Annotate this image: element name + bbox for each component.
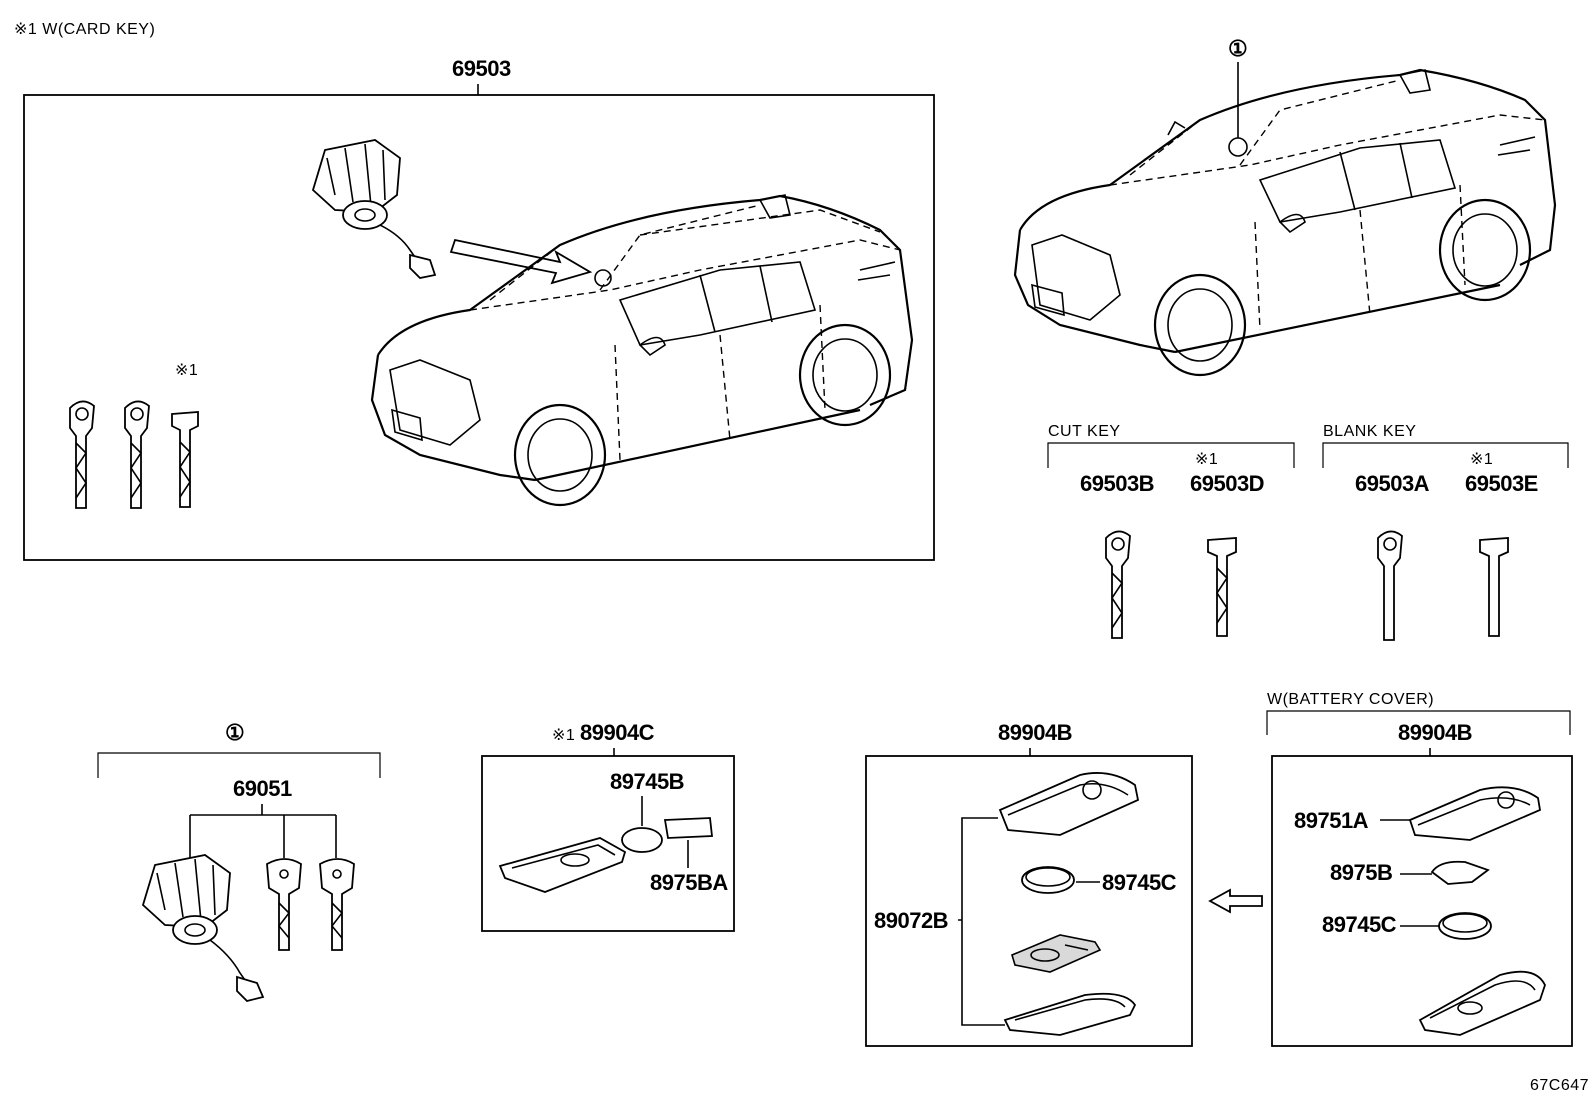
main-set-box xyxy=(23,94,935,561)
circuit-board-icon xyxy=(1011,934,1102,973)
label-69503[interactable]: 69503 xyxy=(452,56,511,81)
coin-battery-icon xyxy=(621,827,663,853)
label-69503E[interactable]: 69503E xyxy=(1465,471,1538,496)
card-key-icon xyxy=(171,411,199,508)
note1-card: ※1 xyxy=(552,727,575,744)
coin-battery-icon xyxy=(1021,866,1075,894)
label-69503A[interactable]: 69503A xyxy=(1355,471,1430,496)
arrow-to-vehicle xyxy=(449,238,612,287)
vehicle-icon xyxy=(370,194,914,507)
battery-cover-label: W(BATTERY COVER) xyxy=(1267,691,1434,708)
label-69503B[interactable]: 69503B xyxy=(1080,471,1155,496)
coin-battery-icon xyxy=(1438,912,1492,940)
card-key-icon xyxy=(1479,537,1509,637)
smart-key-case-icon xyxy=(1003,992,1137,1036)
label-89904C[interactable]: 89904C xyxy=(580,720,655,745)
circle-1-top: ① xyxy=(1228,36,1247,61)
arrow-left-icon xyxy=(1208,888,1263,914)
card-key-box xyxy=(481,755,735,932)
label-69051[interactable]: 69051 xyxy=(233,776,292,801)
note1-left: ※1 xyxy=(175,362,198,379)
battery-cover-box xyxy=(1271,755,1573,1047)
label-89904B-right[interactable]: 89904B xyxy=(1398,720,1473,745)
battery-cover-plate-icon xyxy=(663,817,714,839)
mechanical-key-icon xyxy=(319,858,355,951)
note1-d: ※1 xyxy=(1195,451,1218,468)
mechanical-key-icon xyxy=(69,400,95,509)
label-89904B-mid[interactable]: 89904B xyxy=(998,720,1073,745)
battery-cover-plate-icon xyxy=(1430,860,1490,885)
label-89751A[interactable]: 89751A xyxy=(1294,808,1369,833)
label-89745C-mid[interactable]: 89745C xyxy=(1102,870,1177,895)
label-8975B[interactable]: 8975B xyxy=(1330,860,1393,885)
label-8975BA[interactable]: 8975BA xyxy=(650,870,729,895)
note1-e: ※1 xyxy=(1470,451,1493,468)
vehicle-icon xyxy=(1013,68,1557,377)
mechanical-key-icon xyxy=(266,858,302,951)
ignition-cylinder-icon xyxy=(141,854,265,1002)
ignition-cylinder-icon xyxy=(311,139,437,279)
smart-key-case-icon xyxy=(1418,970,1546,1036)
label-89745B[interactable]: 89745B xyxy=(610,769,685,794)
smart-key-fob-icon xyxy=(998,772,1140,836)
label-89745C-right[interactable]: 89745C xyxy=(1322,912,1397,937)
label-89072B[interactable]: 89072B xyxy=(874,908,949,933)
mechanical-key-icon xyxy=(1105,530,1131,639)
card-key-note: ※1 W(CARD KEY) xyxy=(14,21,155,38)
battery-cover-icon xyxy=(1408,786,1542,841)
mechanical-key-icon xyxy=(124,400,150,509)
card-key-icon xyxy=(498,837,627,893)
diagram-code: 67C647 xyxy=(1530,1077,1589,1094)
cut-key-label: CUT KEY xyxy=(1048,423,1121,440)
circle-1-bottom: ① xyxy=(225,720,244,745)
label-69503D[interactable]: 69503D xyxy=(1190,471,1265,496)
smart-key-box xyxy=(865,755,1193,1047)
card-key-icon xyxy=(1207,537,1237,637)
blank-key-label: BLANK KEY xyxy=(1323,423,1416,440)
mechanical-key-icon xyxy=(1377,530,1403,641)
